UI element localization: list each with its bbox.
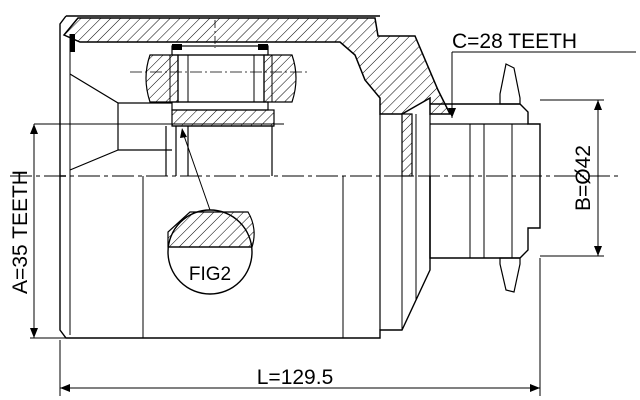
b-diameter-label: B=Ø42: [572, 145, 595, 211]
lock-tab-upper: [499, 63, 521, 105]
roller-cap-bottom: [171, 101, 269, 111]
housing-outline-upper: [59, 15, 67, 177]
a-teeth-label: A=35 TEETH: [9, 170, 32, 294]
seal-ring: [401, 113, 413, 177]
housing-section-upper: [62, 17, 452, 115]
c-teeth-label: C=28 TEETH: [452, 30, 577, 53]
roller-cap-top-left: [172, 44, 182, 50]
c-arrow: [448, 108, 456, 118]
stub-shaft-lower: [429, 176, 541, 259]
fig2-detail-hatch: [167, 211, 255, 248]
fig2-leader-arrow: [180, 128, 187, 138]
l-arrow-left: [60, 384, 70, 392]
b-arrow-bottom: [594, 246, 602, 256]
housing-outline-lower: [59, 176, 431, 339]
roller-left-hatch: [145, 54, 179, 103]
b-arrow-top: [594, 100, 602, 110]
roller-right-hatch: [263, 54, 297, 103]
stub-shaft-upper: [430, 103, 541, 176]
a-arrow-bottom: [30, 328, 38, 338]
lock-tab-lower: [499, 257, 521, 293]
roller-cap-top-right: [258, 44, 268, 50]
shaft-cone-upper: [69, 73, 119, 171]
fig2-label: FIG2: [189, 264, 231, 285]
a-arrow-top: [30, 124, 38, 134]
circlip: [70, 34, 75, 52]
length-label: L=129.5: [257, 366, 334, 389]
l-arrow-right: [530, 384, 540, 392]
fig2-leader: [181, 129, 211, 211]
needle-bearing: [177, 54, 265, 103]
spider-hatch: [169, 54, 273, 103]
roller-cap-top: [171, 45, 269, 56]
